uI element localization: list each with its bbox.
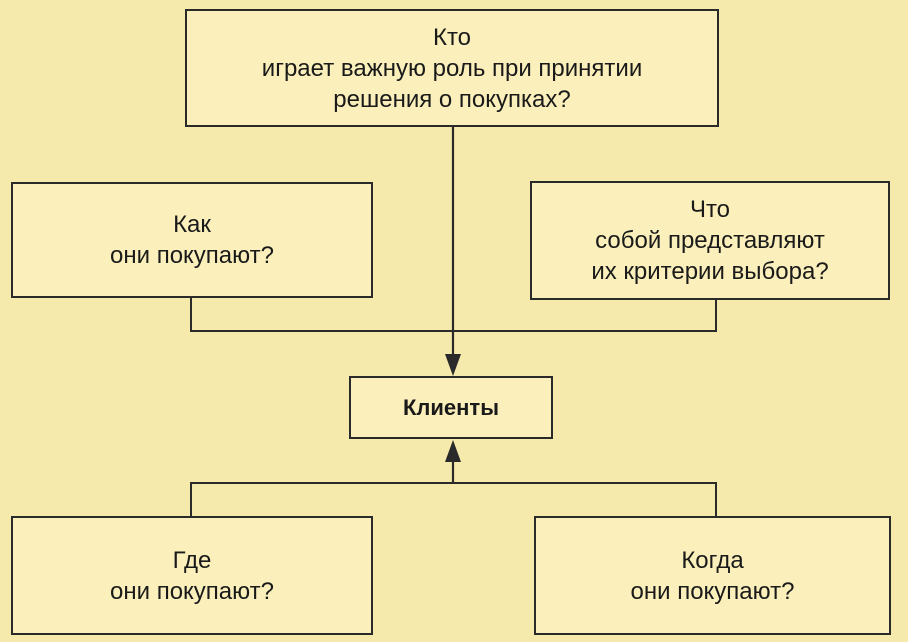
box-what-line-1: Что bbox=[689, 196, 731, 223]
arrowhead-up bbox=[445, 440, 461, 462]
box-who-decides: Кто играет важную роль при принятии реше… bbox=[185, 9, 719, 127]
box-where-line-2: они покупают? bbox=[110, 577, 274, 605]
connector-middle-boxes bbox=[190, 298, 717, 332]
box-who-line-1: Кто bbox=[432, 23, 472, 51]
box-how-line-2: они покупают? bbox=[110, 242, 274, 269]
box-how-they-buy: Как они покупают? bbox=[11, 182, 373, 298]
box-when-they-buy: Когда они покупают? bbox=[534, 516, 891, 635]
box-what-line-2: собой представляют bbox=[595, 227, 825, 254]
box-where-they-buy: Где они покупают? bbox=[11, 516, 373, 635]
box-when-line-1: Когда bbox=[681, 546, 744, 574]
box-clients-label: Клиенты bbox=[402, 395, 499, 420]
box-who-line-3: решения о покупках? bbox=[333, 85, 571, 113]
connector-bottom-boxes bbox=[190, 482, 717, 516]
box-what-line-3: их критерии выбора? bbox=[591, 258, 829, 285]
box-clients: Клиенты bbox=[349, 376, 553, 439]
box-where-line-1: Где bbox=[172, 546, 212, 574]
arrowhead-down bbox=[445, 354, 461, 376]
box-when-line-2: они покупают? bbox=[630, 577, 795, 605]
box-how-line-1: Как bbox=[173, 211, 211, 238]
box-who-line-2: играет важную роль при принятии bbox=[261, 54, 643, 82]
box-selection-criteria: Что собой представляют их критерии выбор… bbox=[530, 181, 890, 300]
